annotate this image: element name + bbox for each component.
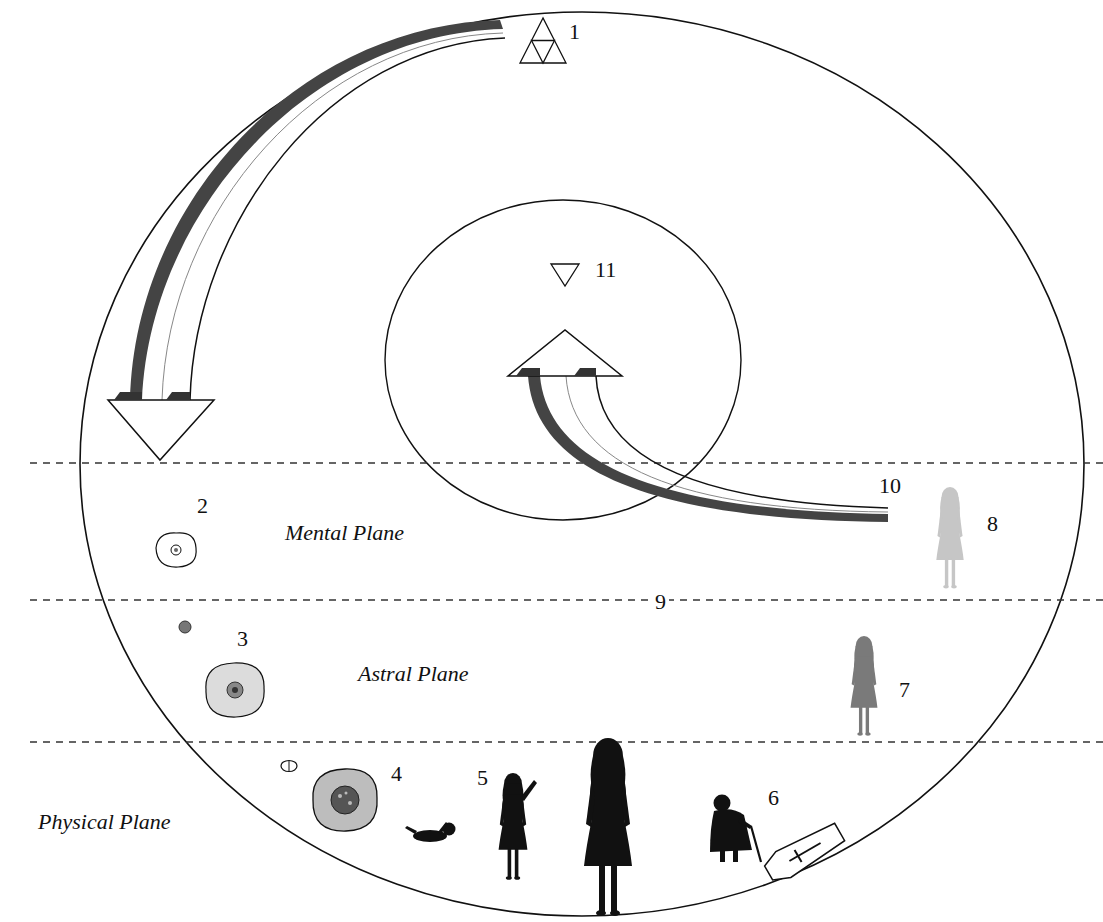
cell-outline (206, 663, 264, 717)
arrow-shaft (596, 376, 888, 508)
cell-dot (289, 761, 290, 771)
leg (733, 848, 738, 862)
callout-number: 6 (765, 786, 782, 810)
callout-number: 8 (984, 512, 1001, 536)
arrow-head (508, 330, 622, 376)
plane-border (30, 599, 1103, 600)
plane-name: Astral Plane (358, 661, 469, 686)
plane-name: Physical Plane (38, 809, 171, 834)
cell-outline (156, 533, 196, 567)
cell-nucleus (171, 545, 181, 555)
old-woman-silhouette (710, 795, 761, 863)
baby-silhouette (405, 822, 456, 842)
descent-arrow (108, 20, 505, 460)
cross (795, 850, 802, 862)
arrow-head (108, 400, 214, 460)
inverted-triangle (551, 264, 579, 286)
cell-nucleus (227, 682, 243, 698)
triad-symbol (520, 18, 566, 63)
cell-outline (313, 769, 377, 831)
astral-figure (851, 636, 878, 736)
coffin (761, 819, 847, 886)
plane-band: Astral Plane (0, 601, 1103, 741)
callout-number: 2 (194, 494, 211, 518)
cross (789, 843, 820, 861)
triangle (532, 41, 555, 64)
plane-band: Physical Plane (0, 743, 1103, 922)
cell-nucleus (232, 687, 238, 693)
cell-nucleus (338, 794, 342, 798)
plane-name: Mental Plane (285, 520, 404, 545)
mental-figure (936, 487, 963, 588)
arrow-shaft (190, 38, 505, 400)
arrow-shaft (566, 376, 888, 512)
callout-number: 1 (566, 20, 583, 44)
triangle (520, 18, 566, 63)
arrow-shaft (528, 376, 888, 522)
cell-nucleus (345, 792, 348, 795)
plane-border (30, 462, 1103, 463)
astral-cell (179, 621, 264, 717)
outer-circle (80, 12, 1084, 916)
callout-number: 11 (592, 258, 619, 282)
plane-band: Mental Plane (0, 464, 1103, 599)
body (710, 809, 752, 852)
callout-number: 9 (652, 590, 669, 614)
head (714, 795, 731, 812)
cell-nucleus (331, 786, 359, 814)
coffin-outline (761, 819, 847, 886)
baby-arm (438, 822, 448, 834)
cell-dot (179, 621, 191, 633)
cell-nucleus (174, 548, 178, 552)
callout-number: 4 (388, 762, 405, 786)
callout-number: 7 (896, 678, 913, 702)
child-arm (520, 780, 537, 801)
baby-leg (405, 826, 417, 834)
woman-silhouette (584, 738, 632, 916)
callout-number: 10 (876, 474, 904, 498)
ascent-arrow (508, 330, 888, 522)
leg (720, 848, 725, 862)
child-silhouette (499, 773, 528, 880)
plane-border (30, 741, 1103, 742)
arrow-shaft (130, 20, 503, 400)
mental-cell (156, 533, 196, 567)
cane (751, 826, 761, 862)
arrow-wedge (574, 368, 596, 376)
callout-number: 3 (234, 627, 251, 651)
arrow-shaft (162, 33, 503, 400)
callout-number: 5 (474, 766, 491, 790)
physical-cell (281, 761, 377, 832)
inner-circle (385, 200, 741, 520)
arrow-wedge (114, 392, 142, 400)
arm (738, 818, 752, 829)
cell-nucleus (348, 801, 352, 805)
arrow-wedge (516, 368, 540, 376)
cell-dot (281, 761, 297, 772)
arrow-wedge (166, 392, 190, 400)
